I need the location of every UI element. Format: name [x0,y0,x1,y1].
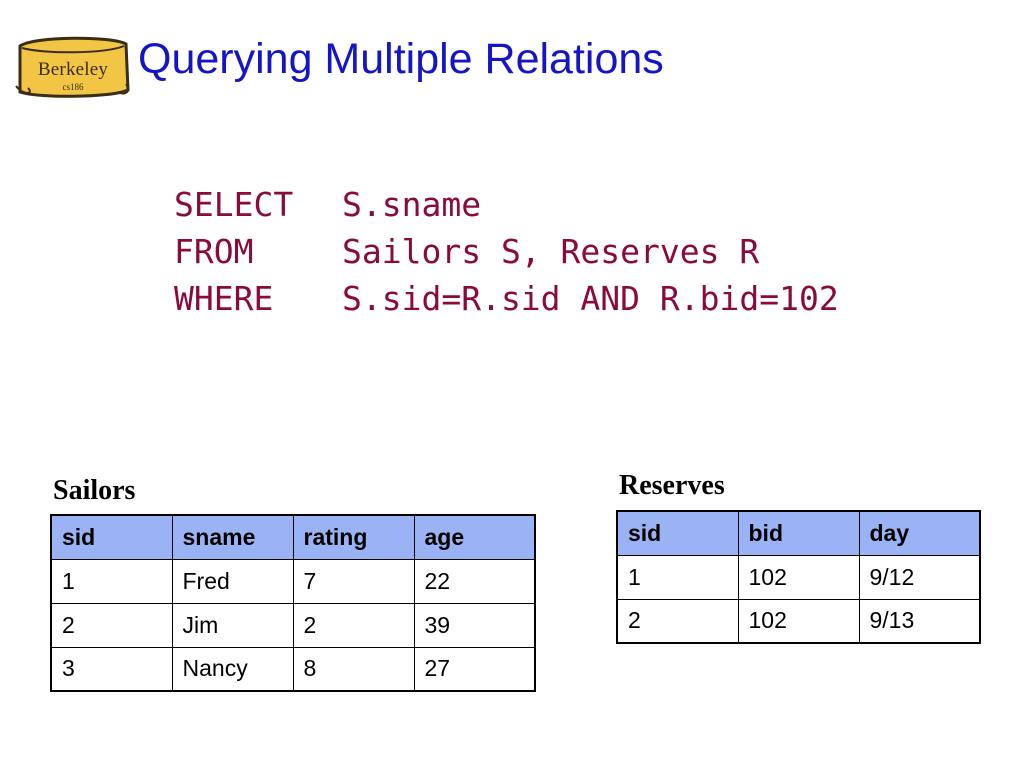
berkeley-cs186-logo: Berkeley cs186 [14,34,132,100]
table-row: 3 Nancy 8 27 [50,646,536,692]
sql-keyword: SELECT [174,185,294,224]
table-cell: 39 [413,602,536,648]
logo-badge-shape [15,36,130,98]
table-cell: 7 [292,558,415,604]
table-cell: 1 [50,558,173,604]
column-header: rating [292,514,415,560]
column-header: age [413,514,536,560]
table-cell: 1 [616,554,739,600]
table-cell: 27 [413,646,536,692]
table-header-row: sid sname rating age [50,514,536,560]
logo-course: cs186 [62,82,84,92]
table-cell: 9/12 [858,554,981,600]
sql-select-line: SELECT S.sname [174,181,839,228]
table-cell: 2 [292,602,415,648]
table-row: 1 Fred 7 22 [50,558,536,604]
table-header-row: sid bid day [616,510,981,556]
sql-from-line: FROM Sailors S, Reserves R [174,228,839,275]
column-header: sid [50,514,173,560]
slide-title: Querying Multiple Relations [138,35,664,83]
column-header: bid [737,510,860,556]
table-cell: 102 [737,554,860,600]
table-cell: Nancy [171,646,294,692]
table-cell: 102 [737,598,860,644]
table-row: 2 102 9/13 [616,598,981,644]
table-cell: 8 [292,646,415,692]
table-cell: 2 [616,598,739,644]
column-header: sname [171,514,294,560]
sql-where-line: WHERE S.sid=R.sid AND R.bid=102 [174,275,839,322]
sql-keyword: FROM [174,232,254,271]
table-cell: Jim [171,602,294,648]
table-cell: 9/13 [858,598,981,644]
sailors-caption: Sailors [53,475,136,506]
reserves-caption: Reserves [619,470,725,501]
sailors-table: sid sname rating age 1 Fred 7 22 2 Jim 2… [50,514,536,692]
sql-keyword: WHERE [174,279,274,318]
reserves-table: sid bid day 1 102 9/12 2 102 9/13 [616,510,981,644]
table-cell: Fred [171,558,294,604]
table-row: 1 102 9/12 [616,554,981,600]
column-header: day [858,510,981,556]
table-cell: 22 [413,558,536,604]
sql-clause: Sailors S, Reserves R [342,232,760,271]
column-header: sid [616,510,739,556]
table-cell: 2 [50,602,173,648]
sql-clause: S.sid=R.sid AND R.bid=102 [342,279,839,318]
table-row: 2 Jim 2 39 [50,602,536,648]
logo-word: Berkeley [37,59,109,80]
table-cell: 3 [50,646,173,692]
sql-clause: S.sname [342,185,482,224]
